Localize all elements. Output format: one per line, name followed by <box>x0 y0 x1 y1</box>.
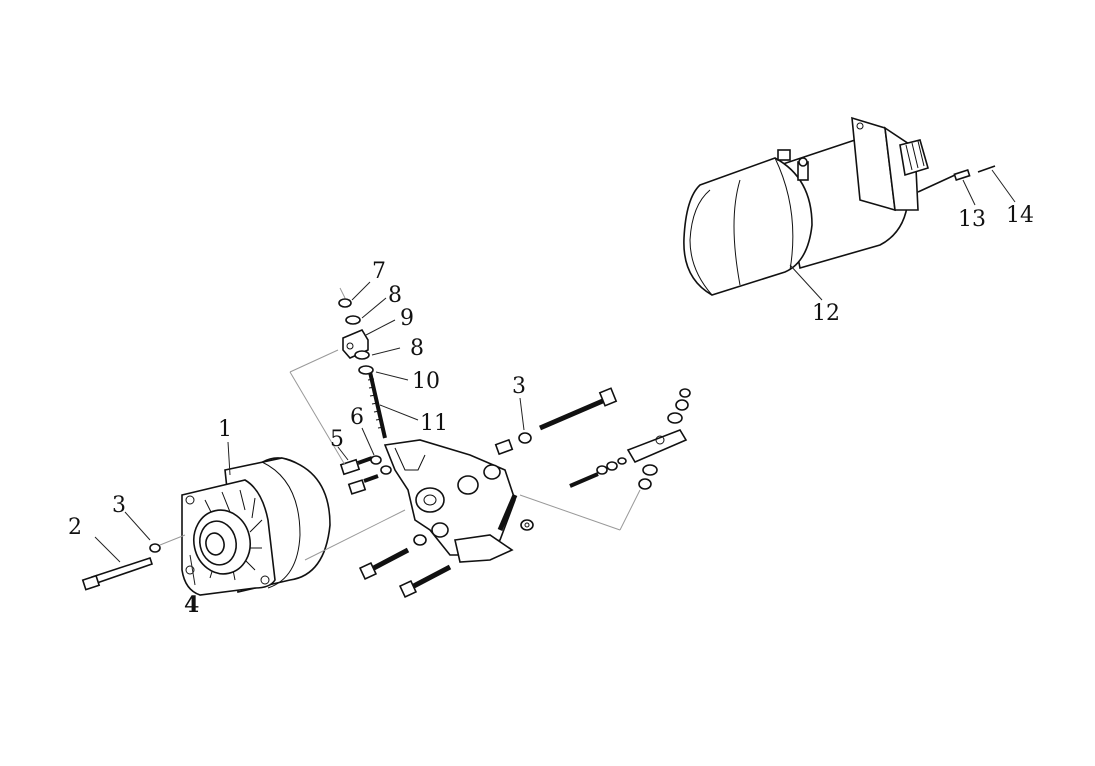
callout-3-left: 3 <box>112 493 126 518</box>
callout-3-right: 3 <box>512 374 526 399</box>
alternator <box>181 441 406 596</box>
callout-10: 10 <box>412 369 440 394</box>
callout-5: 5 <box>330 427 344 452</box>
adjuster-bolt <box>494 387 618 456</box>
bolts-5 <box>337 427 392 495</box>
starter-motor <box>683 116 1016 301</box>
callout-13: 13 <box>958 207 986 232</box>
callout-2: 2 <box>68 515 82 540</box>
adjusting-arm <box>519 388 691 531</box>
callout-8-bottom: 8 <box>410 336 424 361</box>
callout-7: 7 <box>372 259 386 284</box>
mounting-bracket <box>367 371 534 563</box>
callout-4: 4 <box>184 592 199 618</box>
callout-6: 6 <box>350 405 364 430</box>
through-bolt <box>81 511 186 591</box>
adjuster-stack <box>289 281 409 466</box>
callout-11: 11 <box>420 411 448 436</box>
callout-8-top: 8 <box>388 283 402 308</box>
callout-1: 1 <box>218 417 232 442</box>
lower-bolts <box>358 534 452 599</box>
callout-9: 9 <box>400 306 414 331</box>
callout-12: 12 <box>812 301 840 326</box>
callout-14: 14 <box>1006 203 1034 228</box>
